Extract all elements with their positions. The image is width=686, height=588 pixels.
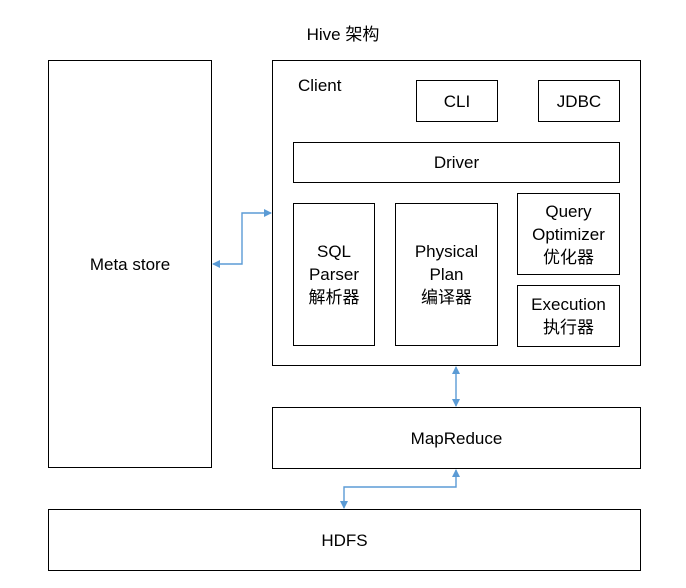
physical-plan-line-2: Plan: [429, 265, 464, 284]
metastore-client-arrow: [212, 209, 272, 268]
physical-plan-box: Physical Plan 编译器: [395, 203, 498, 346]
client-label: Client: [298, 76, 342, 95]
jdbc-label: JDBC: [556, 91, 602, 111]
sql-parser-line-3: 解析器: [308, 288, 360, 307]
query-optimizer-line-3: 优化器: [543, 247, 594, 267]
diagram-title: Hive 架构: [306, 25, 380, 44]
meta-store-label: Meta store: [89, 254, 171, 274]
hdfs-box: HDFS: [48, 509, 641, 571]
sql-parser-line-1: SQL: [316, 242, 352, 261]
physical-plan-line-1: Physical: [414, 242, 479, 261]
sql-parser-box: SQL Parser 解析器: [293, 203, 375, 346]
sql-parser-line-2: Parser: [308, 265, 360, 284]
cli-label: CLI: [443, 91, 471, 111]
mapreduce-box: MapReduce: [272, 407, 641, 469]
physical-plan-line-3: 编译器: [421, 288, 472, 307]
query-optimizer-line-1: Query: [545, 201, 592, 221]
cli-box: CLI: [416, 80, 498, 122]
query-optimizer-box: Query Optimizer 优化器: [517, 193, 620, 275]
driver-label: Driver: [433, 153, 480, 172]
hdfs-label: HDFS: [321, 530, 368, 550]
query-optimizer-line-2: Optimizer: [532, 224, 605, 244]
jdbc-box: JDBC: [538, 80, 620, 122]
mapreduce-hdfs-arrow: [340, 469, 460, 509]
execution-box: Execution 执行器: [517, 285, 620, 347]
meta-store-box: Meta store: [48, 60, 212, 468]
mapreduce-label: MapReduce: [410, 428, 503, 448]
driver-box: Driver: [293, 142, 620, 183]
execution-line-2: 执行器: [543, 318, 594, 337]
execution-line-1: Execution: [531, 295, 606, 314]
